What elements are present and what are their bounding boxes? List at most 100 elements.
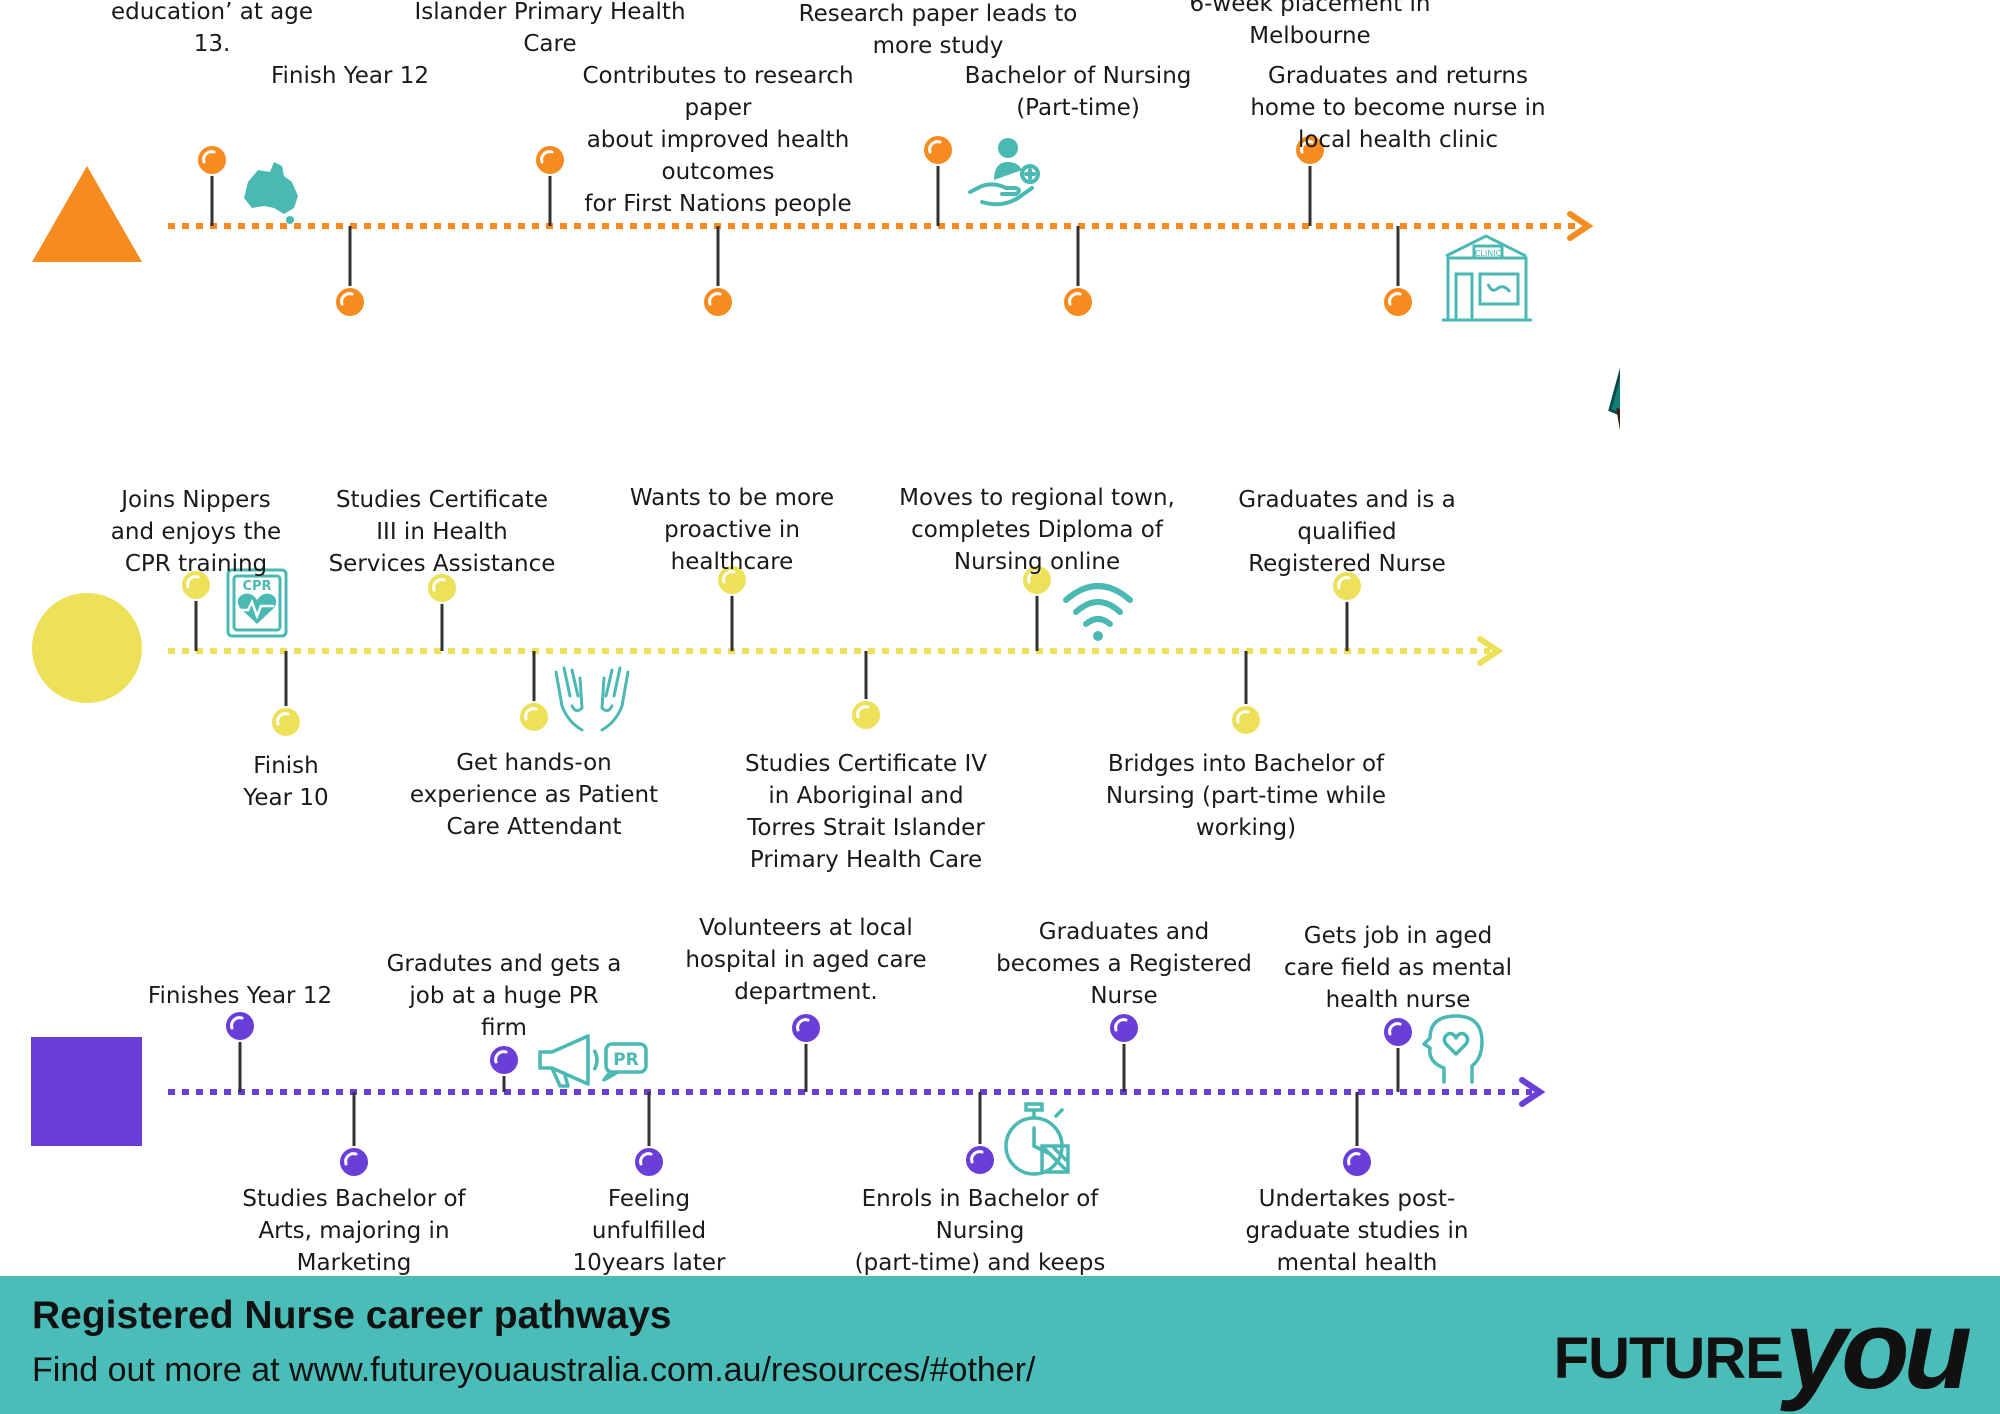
yellow-pin-9 xyxy=(1331,570,1363,651)
purple-pathway-line xyxy=(168,1077,1546,1107)
pin-head xyxy=(922,134,954,166)
svg-text:CLINIC: CLINIC xyxy=(1475,249,1502,258)
pin-highlight xyxy=(344,1152,358,1166)
yellow-pathway-line xyxy=(168,636,1504,666)
pin-head xyxy=(964,1144,996,1176)
purple-milestone-label-7: Graduates and becomes a Registered Nurse xyxy=(996,919,1252,1009)
pin-highlight xyxy=(970,1150,984,1164)
purple-pin-4 xyxy=(633,1092,665,1178)
pin-head xyxy=(1382,1016,1414,1048)
pr-megaphone-icon: PR xyxy=(538,1034,648,1088)
nurse-illustration xyxy=(1608,367,1620,431)
orange-milestone-label-1: Starts ‘Western’ education’ at age 13. xyxy=(110,0,313,57)
open-hands-icon xyxy=(554,666,630,732)
pin-head xyxy=(224,1010,256,1042)
orange-milestone-label-5: Research paper leads to more study xyxy=(798,1,1078,59)
pin-highlight xyxy=(1337,576,1351,590)
futureyou-logo[interactable]: FUTURE you xyxy=(1553,1286,1972,1412)
yellow-pin-5 xyxy=(716,564,748,651)
purple-pin-3 xyxy=(488,1044,520,1092)
orange-pin-4 xyxy=(702,226,734,318)
purple-milestone-label-2: Studies Bachelor of Arts, majoring in Ma… xyxy=(242,1186,466,1276)
yellow-milestone-label-9: Graduates and is a qualified Registered … xyxy=(1238,487,1456,577)
purple-pin-2 xyxy=(338,1092,370,1178)
timeline-diagram: CLINIC CPR PR xyxy=(31,134,1620,1178)
yellow-milestone-label-8: Bridges into Bachelor of Nursing (part-t… xyxy=(1105,751,1387,841)
orange-milestone-label-7: 6-week placement in Melbourne xyxy=(1189,0,1431,49)
pin-highlight xyxy=(1388,292,1402,306)
purple-milestone-label-9: Gets job in aged care field as mental he… xyxy=(1283,923,1513,1013)
pin-highlight xyxy=(230,1016,244,1030)
pin-head xyxy=(518,701,550,733)
pin-head xyxy=(334,286,366,318)
pin-head xyxy=(1021,564,1053,596)
pin-head xyxy=(1382,286,1414,318)
orange-milestone-label-8: Graduates and returns home to become nur… xyxy=(1250,63,1546,153)
pin-head xyxy=(180,569,212,601)
purple-milestone-label-4: Feeling unfulfilled 10years later xyxy=(572,1186,726,1276)
yellow-milestone-label-6: Studies Certificate IV in Aboriginal and… xyxy=(745,751,987,873)
purple-milestone-label-1: Finishes Year 12 xyxy=(147,983,333,1009)
orange-pin-2 xyxy=(334,226,366,318)
yellow-milestone-label-3: Studies Certificate III in Health Servic… xyxy=(328,487,556,577)
pin-head xyxy=(716,564,748,596)
pin-highlight xyxy=(494,1050,508,1064)
pin-head xyxy=(1294,134,1326,166)
svg-text:CPR: CPR xyxy=(242,579,271,594)
pin-highlight xyxy=(708,292,722,306)
yellow-pin-8 xyxy=(1230,651,1262,736)
orange-pin-8 xyxy=(1382,226,1414,318)
pin-highlight xyxy=(639,1152,653,1166)
pin-head xyxy=(1062,286,1094,318)
purple-pin-9 xyxy=(1382,1016,1414,1092)
left-arm xyxy=(1616,407,1620,431)
pin-head xyxy=(426,572,458,604)
pin-head xyxy=(1230,704,1262,736)
pin-highlight xyxy=(1114,1018,1128,1032)
stopwatch-chart-icon xyxy=(1004,1102,1070,1176)
logo-you-text: you xyxy=(1784,1287,1972,1412)
orange-triangle-marker xyxy=(32,166,142,262)
yellow-pin-2 xyxy=(270,651,302,738)
yellow-milestone-label-7: Moves to regional town, completes Diplom… xyxy=(899,485,1175,575)
pin-head xyxy=(534,144,566,176)
footer-subtitle-link[interactable]: Find out more at www.futureyouaustralia.… xyxy=(32,1351,1036,1389)
orange-milestone-label-2: Finish Year 12 xyxy=(270,63,430,89)
wifi-icon xyxy=(1063,583,1133,641)
orange-milestone-label-4: Contributes to research paper about impr… xyxy=(582,63,854,217)
orange-milestone-label-6: Bachelor of Nursing (Part-time) xyxy=(964,63,1192,121)
mental-health-head-icon xyxy=(1422,1014,1484,1084)
purple-square-marker xyxy=(31,1037,142,1146)
orange-pin-1 xyxy=(196,144,228,226)
pin-highlight xyxy=(928,140,942,154)
pin-head xyxy=(633,1146,665,1178)
orange-pin-6 xyxy=(1062,226,1094,318)
pin-highlight xyxy=(1068,292,1082,306)
pin-highlight xyxy=(340,292,354,306)
orange-pin-5 xyxy=(922,134,954,226)
purple-milestone-label-8: Undertakes post- graduate studies in men… xyxy=(1245,1186,1469,1276)
yellow-pin-1 xyxy=(180,569,212,651)
health-care-hand-icon xyxy=(968,138,1040,207)
orange-pin-3 xyxy=(534,144,566,226)
pin-highlight xyxy=(276,712,290,726)
pin-highlight xyxy=(796,1018,810,1032)
orange-pin-7 xyxy=(1294,134,1326,226)
cpr-icon: CPR xyxy=(226,568,288,638)
pin-head xyxy=(1331,570,1363,602)
pin-highlight xyxy=(186,575,200,589)
pin-head xyxy=(270,706,302,738)
footer-title: Registered Nurse career pathways xyxy=(32,1294,672,1337)
pin-highlight xyxy=(1347,1152,1361,1166)
pin-highlight xyxy=(1300,140,1314,154)
yellow-milestone-label-5: Wants to be more proactive in healthcare xyxy=(629,485,835,575)
pin-head xyxy=(790,1012,822,1044)
yellow-pin-3 xyxy=(426,572,458,651)
pin-head xyxy=(1341,1146,1373,1178)
pin-highlight xyxy=(524,707,538,721)
pin-highlight xyxy=(432,578,446,592)
yellow-circle-marker xyxy=(32,593,142,703)
logo-future-text: FUTURE xyxy=(1553,1326,1784,1391)
scrubs-top xyxy=(1608,367,1620,416)
pin-head xyxy=(196,144,228,176)
